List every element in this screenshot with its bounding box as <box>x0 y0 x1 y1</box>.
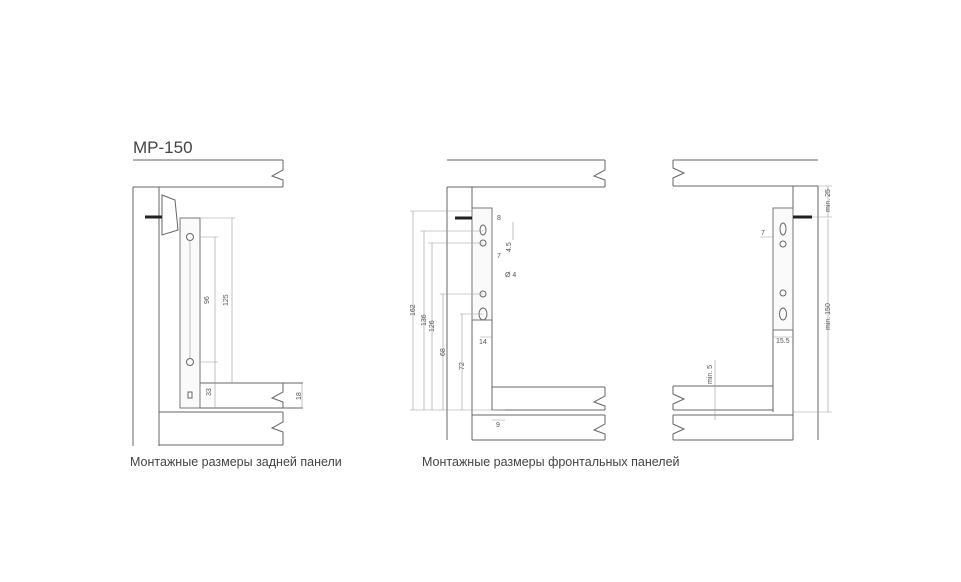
dim-15-5: 15.5 <box>776 338 790 345</box>
dim-min-25: min. 25 <box>825 189 832 212</box>
side-panel <box>792 186 819 440</box>
hinge-part <box>161 194 179 236</box>
top-panel <box>672 159 818 187</box>
model-title: MP-150 <box>133 138 193 157</box>
top-panel <box>447 159 606 188</box>
bottom-panel <box>672 414 793 441</box>
dim-7: 7 <box>761 230 765 237</box>
dim-14: 14 <box>479 339 487 346</box>
top-panel <box>133 159 284 188</box>
back-panel <box>200 382 303 409</box>
middle-drawing: 162 136 126 68 72 8 4.5 7 Ø 4 14 9 Монта… <box>410 159 680 469</box>
left-drawing: 96 125 33 18 Монтажные размеры задней па… <box>130 159 342 469</box>
front-panel <box>491 320 606 411</box>
dim-136: 136 <box>421 314 428 326</box>
dim-72: 72 <box>459 362 466 370</box>
left-caption: Монтажные размеры задней панели <box>130 455 342 469</box>
side-panel <box>446 187 473 440</box>
dim-96: 96 <box>204 296 211 304</box>
dim-8: 8 <box>497 215 501 222</box>
dim-9: 9 <box>496 422 500 429</box>
bottom-panel <box>159 411 284 446</box>
side-panel <box>132 187 160 446</box>
dim-68: 68 <box>440 348 447 356</box>
dim-33: 33 <box>206 388 213 396</box>
dim-125: 125 <box>223 294 230 306</box>
dim-18: 18 <box>296 392 303 400</box>
dim-126: 126 <box>429 320 436 332</box>
dim-min-5: min. 5 <box>707 365 714 384</box>
bracket <box>772 207 794 331</box>
middle-caption: Монтажные размеры фронтальных панелей <box>422 455 680 469</box>
dim-hole-diameter: Ø 4 <box>505 272 516 279</box>
dim-4-5: 4.5 <box>506 242 513 252</box>
bottom-panel <box>472 414 606 441</box>
dim-7: 7 <box>497 253 501 260</box>
right-drawing: min. 25 min. 150 min. 5 7 15.5 <box>672 159 832 441</box>
dim-min-150: min. 150 <box>825 303 832 330</box>
dim-162: 162 <box>410 304 417 316</box>
front-panel <box>672 330 774 412</box>
